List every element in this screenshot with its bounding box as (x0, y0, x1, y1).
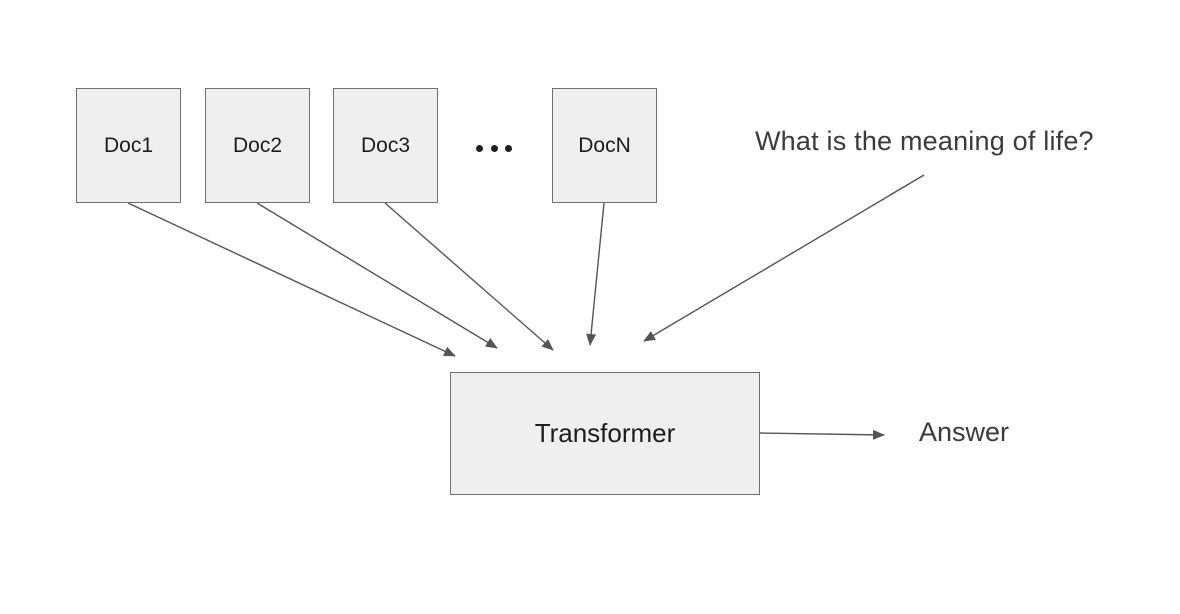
arrow-question-to-transformer (643, 174, 925, 342)
arrow-doc3-to-transformer (384, 202, 554, 351)
doc-box-1: Doc1 (76, 88, 181, 203)
arrow-doc1-to-transformer (127, 202, 456, 357)
ellipsis-dot (490, 144, 498, 152)
doc-box-3: Doc3 (333, 88, 438, 203)
doc-box-n: DocN (552, 88, 657, 203)
transformer-label: Transformer (534, 418, 676, 448)
doc-box-2: Doc2 (205, 88, 310, 203)
doc-label: Doc3 (360, 133, 411, 157)
transformer-box: Transformer (450, 372, 760, 495)
question-text: What is the meaning of life? (755, 126, 1094, 156)
ellipsis-dot (476, 144, 483, 152)
ellipsis-dot (505, 144, 512, 152)
doc-label: DocN (578, 133, 631, 157)
arrow-docn-to-transformer (586, 202, 605, 346)
arrow-transformer-to-answer (759, 429, 885, 440)
answer-text: Answer (919, 417, 1010, 447)
doc-label: Doc1 (103, 133, 154, 157)
doc-label: Doc2 (232, 133, 283, 157)
arrow-doc2-to-transformer (256, 202, 498, 349)
ellipsis-icon (476, 143, 512, 153)
